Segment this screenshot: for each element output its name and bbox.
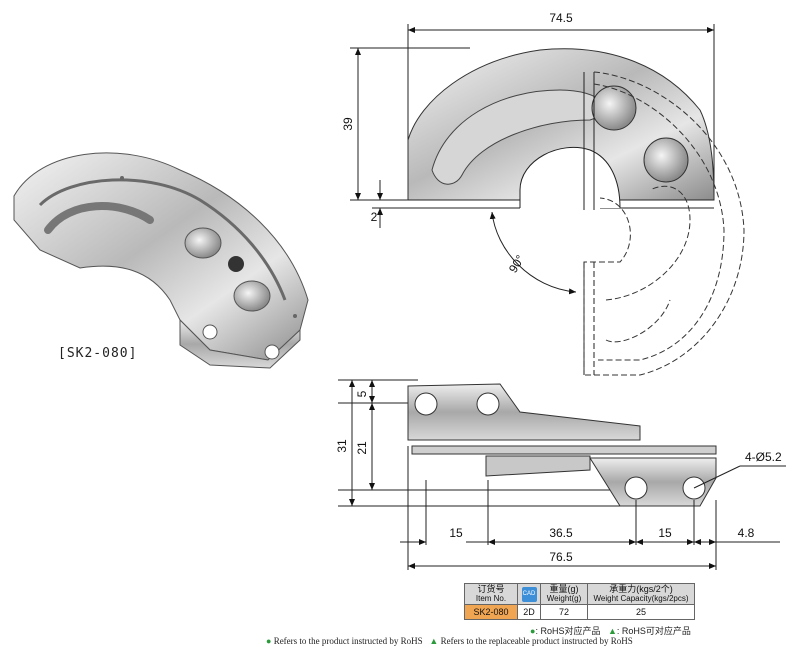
dim-overall-width: 76.5	[549, 550, 573, 564]
capacity-value: 25	[587, 604, 695, 620]
item-no-value: SK2-080	[464, 604, 518, 620]
cad-icon: CAD	[521, 586, 537, 602]
dim-bottom-36-5: 36.5	[549, 526, 573, 540]
header-capacity: 承重力(kgs/2个) Weight Capacity(kgs/2pcs)	[587, 583, 695, 605]
product-photo	[13, 152, 309, 369]
circle-mark-icon: ●	[530, 626, 536, 636]
dim-side-hole-mid: 21	[355, 441, 369, 455]
rohs-notes-en: ● Refers to the product instructed by Ro…	[266, 636, 633, 646]
rohs-replaceable-en: Refers to the replaceable product instru…	[440, 636, 633, 646]
dim-bottom-15b: 15	[658, 526, 672, 540]
header-cad: CAD	[517, 583, 541, 605]
triangle-mark-icon: ▲	[429, 636, 439, 646]
top-view	[350, 24, 745, 376]
cad-value: 2D	[517, 604, 541, 620]
dim-bottom-4-8: 4.8	[738, 526, 755, 540]
header-weight-cn: 重量(g)	[549, 584, 579, 594]
circle-mark-icon: ●	[266, 636, 272, 646]
dim-side-hole-top: 5	[355, 390, 369, 397]
dim-top-thickness: 2	[371, 210, 378, 224]
rohs-cn: : RoHS对应产品	[535, 626, 601, 636]
dim-angle: 90°	[506, 252, 528, 275]
side-view	[338, 379, 786, 570]
weight-value: 72	[540, 604, 588, 620]
header-weight-en: Weight(g)	[546, 594, 582, 603]
header-capacity-cn: 承重力(kgs/2个)	[609, 584, 673, 594]
spec-table: 订货号 Item No. CAD 重量(g) Weight(g) 承重力(kgs…	[464, 583, 695, 620]
header-item-cn: 订货号	[477, 584, 505, 594]
header-weight: 重量(g) Weight(g)	[540, 583, 588, 605]
rohs-notes-cn: ●: RoHS对应产品 ▲: RoHS可对应产品	[530, 624, 691, 637]
dimension-labels: 74.5 39 2 90° 5 21 31 4-Ø5.2 15 36.5 15 …	[335, 11, 782, 564]
header-item-en: Item No.	[475, 594, 507, 603]
spec-value-row: SK2-080 2D 72 25	[464, 604, 695, 620]
dim-bottom-15a: 15	[449, 526, 463, 540]
rohs-replaceable-cn: : RoHS可对应产品	[616, 626, 691, 636]
dim-holes: 4-Ø5.2	[745, 450, 782, 464]
rohs-en: Refers to the product instructed by RoHS	[273, 636, 423, 646]
dim-top-width: 74.5	[549, 11, 573, 25]
dim-side-height: 31	[335, 439, 349, 453]
spec-header-row: 订货号 Item No. CAD 重量(g) Weight(g) 承重力(kgs…	[464, 583, 695, 605]
dim-top-height: 39	[341, 117, 355, 131]
triangle-mark-icon: ▲	[607, 626, 617, 636]
header-capacity-en: Weight Capacity(kgs/2pcs)	[593, 594, 689, 603]
model-label: [SK2-080]	[58, 346, 138, 361]
header-item-no: 订货号 Item No.	[464, 583, 518, 605]
